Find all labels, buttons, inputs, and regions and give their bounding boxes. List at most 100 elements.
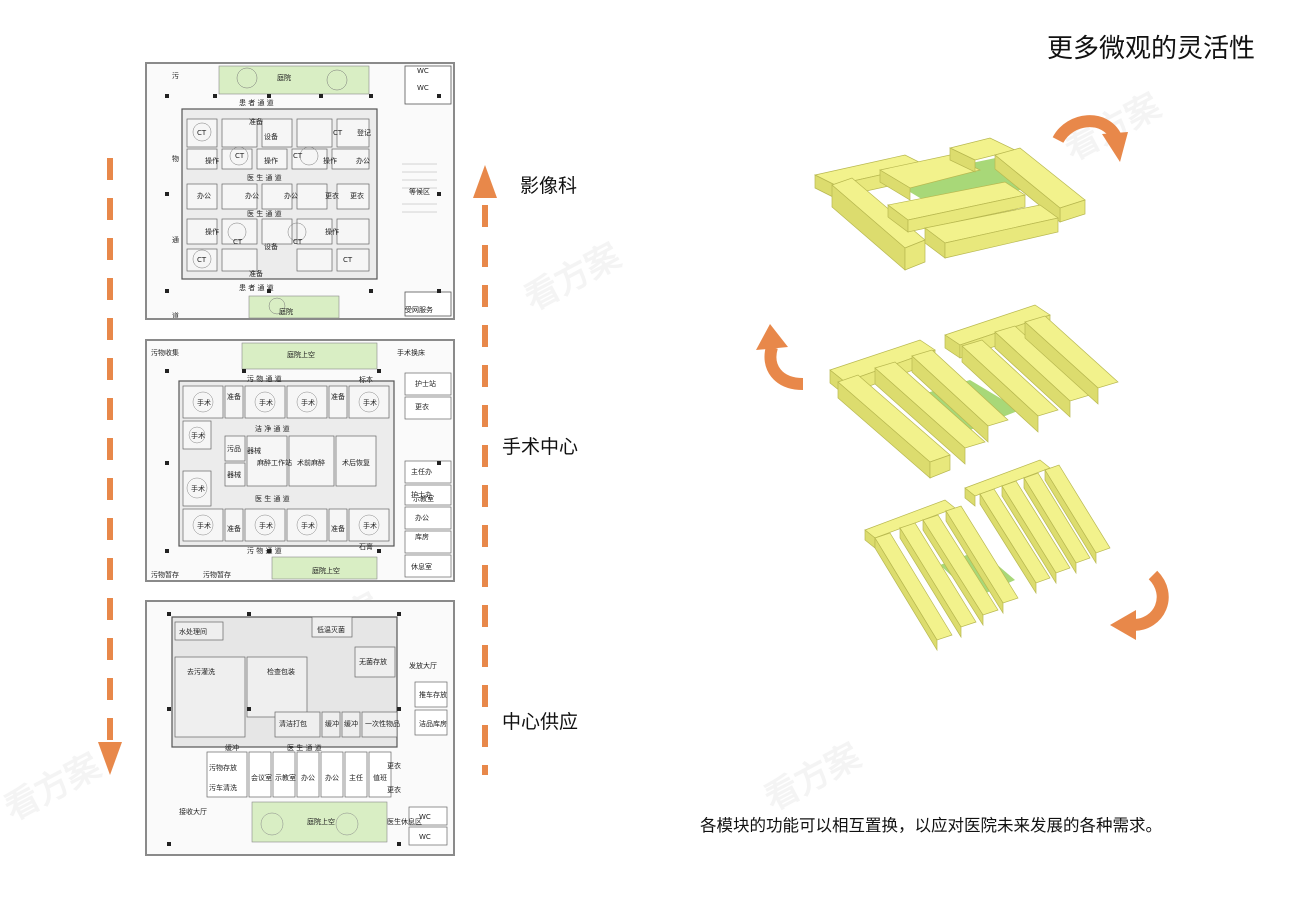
room-label: 器械: [247, 446, 261, 455]
room-label: 缓冲: [344, 719, 358, 728]
room-label: CT: [293, 238, 303, 246]
room-label: WC: [419, 833, 431, 841]
room-label: 主任办: [411, 467, 432, 476]
room-label: 石膏: [359, 542, 373, 551]
room-label: 污物收集: [151, 348, 179, 357]
room-label: CT: [293, 152, 303, 160]
room-label: 值班: [373, 773, 387, 782]
corridor-label: 医 生 通 道: [287, 743, 322, 752]
section-label-imaging: 影像科: [520, 175, 578, 197]
section-label-surgery: 手术中心: [502, 436, 579, 458]
room-label: 办公: [356, 156, 370, 165]
room-label: 操作: [205, 156, 219, 165]
room-label: 更衣: [350, 191, 364, 200]
room-label: 发放大厅: [409, 661, 437, 670]
room-label: 术前麻醉: [297, 458, 325, 467]
room-label: 办公: [301, 773, 315, 782]
room-label: 准备: [249, 269, 263, 278]
room-label: 污车清洗: [209, 783, 237, 792]
room-label: 道: [172, 311, 179, 318]
floor-plan-drawing: 污物收集 庭院上空 手术换床 护士站 手术 手术 手术 手术 手术 手术 手术 …: [151, 342, 452, 580]
room-label: 污物存放: [209, 763, 237, 772]
room-label: 准备: [331, 524, 345, 533]
room-label: 更衣: [415, 402, 429, 411]
room-label: 污品: [227, 445, 241, 453]
floor-plan-supply: 水处理间 去污灌洗 检查包装 低温灭菌 无菌存放 缓冲 缓冲 缓冲 一次性物品 …: [145, 600, 455, 856]
room-label: WC: [417, 84, 429, 92]
corridor-label: 污 物 通 道: [247, 546, 282, 555]
room-label: 通: [172, 235, 179, 244]
room-label: 庭院上空: [307, 817, 335, 826]
floor-plan-drawing: 水处理间 去污灌洗 检查包装 低温灭菌 无菌存放 缓冲 缓冲 缓冲 一次性物品 …: [167, 612, 448, 846]
room-label: 污: [172, 72, 179, 80]
watermark: 看方案: [0, 745, 108, 830]
section-label-supply: 中心供应: [502, 711, 579, 733]
room-label: 会议室: [251, 773, 272, 782]
corridor-label: 医 生 通 道: [247, 209, 282, 218]
room-label: WC: [417, 67, 429, 75]
room-label: 手术: [301, 521, 315, 530]
room-label: 主任: [349, 773, 363, 782]
room-label: 水处理间: [179, 627, 207, 636]
corridor-label: 患 者 通 道: [239, 98, 274, 107]
module-block-slats: [864, 459, 1111, 652]
rotate-arrow-icon: [1052, 115, 1128, 162]
room-label: 休息室: [411, 562, 432, 571]
room-label: 医生休息区: [387, 817, 422, 826]
room-label: 办公: [197, 191, 211, 200]
room-label: 污物暂存: [203, 570, 231, 579]
room-label: 手术: [259, 398, 273, 407]
room-label: CT: [197, 256, 207, 264]
room-label: 手术: [191, 431, 205, 440]
room-label: 推车存放: [419, 690, 447, 699]
module-block-fingers: [829, 304, 1119, 479]
room-label: 准备: [249, 117, 263, 126]
room-label: 操作: [323, 156, 337, 165]
room-label: 更衣: [387, 761, 401, 770]
corridor-label: 污 物 通 道: [247, 374, 282, 383]
room-label: 手术: [301, 398, 315, 407]
room-label: 受网服务: [405, 305, 433, 314]
room-label: 操作: [205, 227, 219, 236]
room-label: CT: [343, 256, 353, 264]
room-label: 去污灌洗: [187, 667, 215, 676]
dashed-down-arrow: [98, 158, 122, 775]
room-label: 办公: [415, 513, 429, 522]
room-label: 示教室: [413, 494, 434, 503]
room-label: 示教室: [275, 773, 296, 782]
room-label: 手术换床: [397, 348, 425, 357]
room-label: 缓冲: [225, 743, 239, 752]
room-label: 操作: [264, 156, 278, 165]
room-label: 手术: [363, 398, 377, 407]
room-label: 麻醉工作站: [257, 458, 292, 467]
room-label: 登记: [357, 128, 371, 137]
room-label: CT: [235, 152, 245, 160]
room-label: 清洁打包: [279, 719, 307, 728]
caption: 各模块的功能可以相互置换，以应对医院未来发展的各种需求。: [700, 816, 1162, 835]
room-label: 标本: [359, 375, 373, 384]
room-label: 护士站: [415, 379, 436, 388]
module-block-ring: [813, 137, 1086, 271]
room-label: 手术: [191, 484, 205, 493]
room-label: 庭院上空: [287, 350, 315, 359]
room-label: 手术: [259, 521, 273, 530]
room-label: 庭院上空: [312, 566, 340, 575]
module-diagram: [813, 137, 1119, 652]
room-label: 手术: [363, 521, 377, 530]
corridor-label: 洁 净 通 道: [255, 424, 290, 433]
room-label: 库房: [415, 532, 429, 541]
room-label: 庭院: [277, 73, 291, 82]
room-label: 办公: [325, 773, 339, 782]
room-label: 设备: [264, 242, 278, 251]
room-label: WC: [419, 813, 431, 821]
room-label: 器械: [227, 470, 241, 479]
room-label: 准备: [227, 392, 241, 401]
room-label: 准备: [227, 524, 241, 533]
room-label: 缓冲: [325, 719, 339, 728]
room-label: 更衣: [387, 785, 401, 794]
room-label: 洁品库房: [419, 719, 447, 728]
floor-plan-drawing: 庭院 庭院 WC WC 污 物 通 道 受网服务 等候区 CT CT CT CT…: [165, 65, 452, 318]
room-label: CT: [233, 238, 243, 246]
room-label: 手术: [197, 521, 211, 530]
room-label: 设备: [264, 132, 278, 141]
